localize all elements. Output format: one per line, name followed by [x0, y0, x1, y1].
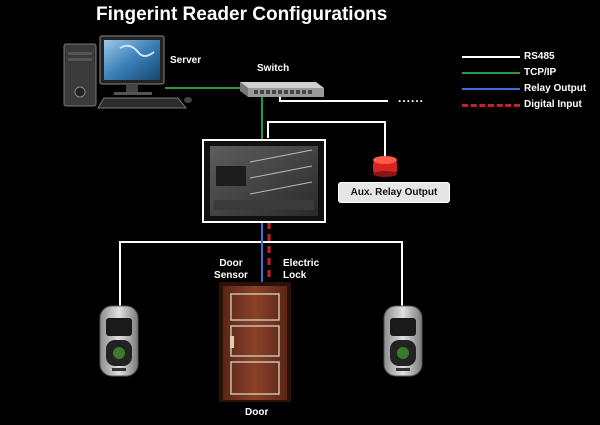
legend-swatch-rs485	[462, 56, 520, 58]
aux-relay-output-label: Aux. Relay Output	[338, 182, 450, 203]
fingerprint-reader-right-icon	[383, 305, 423, 377]
server-icon	[63, 35, 192, 109]
switch-icon	[240, 82, 324, 97]
server-label: Server	[170, 55, 202, 66]
legend-label: TCP/IP	[524, 67, 557, 78]
legend-item-tcpip: TCP/IP	[462, 66, 600, 80]
door-sensor-label: Door Sensor	[214, 258, 248, 281]
door-label: Door	[245, 407, 269, 418]
legend-label: Relay Output	[524, 83, 587, 94]
ellipsis-more: ......	[398, 91, 425, 105]
door-icon	[219, 282, 291, 402]
legend-item-relay-output: Relay Output	[462, 82, 600, 96]
legend-label: Digital Input	[524, 99, 582, 110]
legend-item-rs485: RS485	[462, 50, 600, 64]
legend-swatch-digital-input	[462, 104, 520, 107]
legend-label: RS485	[524, 51, 555, 62]
legend-swatch-relay-output	[462, 88, 520, 90]
legend-item-digital-input: Digital Input	[462, 98, 600, 112]
controller-panel-icon	[202, 139, 326, 223]
switch-label: Switch	[257, 63, 290, 74]
alarm-icon	[373, 156, 397, 177]
electric-lock-label: Electric Lock	[283, 258, 320, 281]
legend-swatch-tcpip	[462, 72, 520, 74]
page-title: Fingerint Reader Configurations	[96, 4, 388, 25]
fingerprint-reader-left-icon	[99, 305, 139, 377]
